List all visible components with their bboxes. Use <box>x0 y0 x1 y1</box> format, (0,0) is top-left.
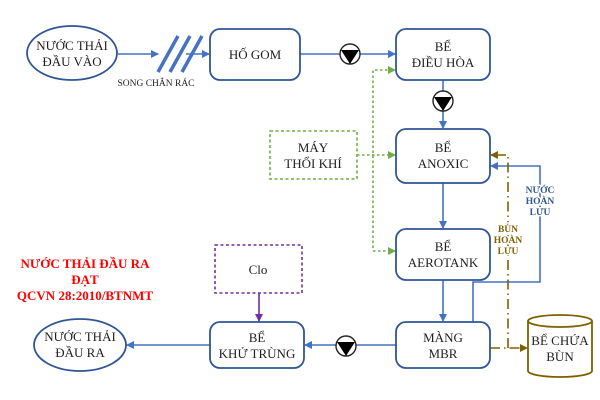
disinfection-label-line2: KHỬ TRÙNG <box>219 346 296 361</box>
sludge-recirc-line1: BÙN <box>498 223 518 235</box>
disinfection-tank-node: BỂ KHỬ TRÙNG <box>209 321 305 369</box>
screen-bar-icon <box>156 35 204 73</box>
pump-icon <box>432 90 454 112</box>
flow-lines <box>118 50 541 349</box>
screen-label: SONG CHẮN RÁC <box>117 76 194 89</box>
sludge-recirc-line3: LƯU <box>498 246 519 257</box>
sludge-tank-label-line2: BÙN <box>546 349 574 364</box>
anoxic-label-line2: ANOXIC <box>418 156 469 171</box>
water-recirc-line3: LƯU <box>530 207 551 218</box>
influent-label-line2: ĐẦU VÀO <box>42 54 101 69</box>
pump-icon <box>335 335 357 357</box>
chlorine-label: Clo <box>249 262 268 277</box>
chlorine-node: Clo <box>214 244 303 294</box>
aerotank-label-line2: AEROTANK <box>408 255 479 270</box>
flow-water-recirculation <box>472 162 541 322</box>
sludge-lines <box>490 151 528 352</box>
sludge-recirculation-label: BÙN HOÀN LƯU <box>492 222 524 259</box>
effluent-label-line2: ĐẦU RA <box>55 345 105 360</box>
water-recirc-line1: NƯỚC <box>526 184 555 196</box>
blower-node: MÁY THỔI KHÍ <box>269 130 358 180</box>
sludge-tank-node: BỂ CHỨA BÙN <box>527 314 593 378</box>
mbr-membrane-node: MÀNG MBR <box>395 321 491 369</box>
equalization-label-line2: ĐIỀU HÒA <box>412 55 475 70</box>
mbr-label-line2: MBR <box>429 346 458 361</box>
blower-label-line1: MÁY <box>298 140 329 155</box>
air-lines <box>357 66 396 255</box>
collection-pit-node: HỐ GOM <box>209 28 301 81</box>
aerotank-node: BỂ AEROTANK <box>395 228 491 281</box>
water-recirc-line2: HOÀN <box>526 195 555 207</box>
aerotank-label-line1: BỂ <box>435 239 452 254</box>
sludge-recirc-line2: HOÀN <box>494 234 523 246</box>
pump-icon <box>339 43 361 65</box>
collection-pit-label: HỐ GOM <box>229 47 282 62</box>
disinfection-label-line1: BỂ <box>249 330 266 345</box>
influent-node: NƯỚC THẢI ĐẦU VÀO <box>26 25 118 81</box>
equalization-tank-node: BỂ ĐIỀU HÒA <box>395 28 491 81</box>
standard-note-line1: NƯỚC THẢI ĐẦU RA <box>21 256 151 271</box>
standard-note-line2: ĐẠT <box>71 272 99 287</box>
influent-label-line1: NƯỚC THẢI <box>36 38 108 53</box>
effluent-standard-note: NƯỚC THẢI ĐẦU RA ĐẠT QCVN 28:2010/BTNMT <box>17 256 153 303</box>
effluent-label-line1: NƯỚC THẢI <box>44 329 116 344</box>
standard-note-line3: QCVN 28:2010/BTNMT <box>17 288 153 303</box>
air-line-to-equalization <box>372 66 396 248</box>
equalization-label-line1: BỂ <box>435 39 452 54</box>
sludge-tank-label-line1: BỂ CHỨA <box>531 333 589 348</box>
mbr-label-line1: MÀNG <box>423 330 463 345</box>
sludge-recirculation-line <box>490 151 509 348</box>
blower-label-line2: THỔI KHÍ <box>284 156 341 171</box>
anoxic-label-line1: BỂ <box>435 140 452 155</box>
anoxic-tank-node: BỂ ANOXIC <box>395 128 491 184</box>
effluent-node: NƯỚC THẢI ĐẦU RA <box>33 318 127 372</box>
water-recirculation-label: NƯỚC HOÀN LƯU <box>524 183 556 220</box>
